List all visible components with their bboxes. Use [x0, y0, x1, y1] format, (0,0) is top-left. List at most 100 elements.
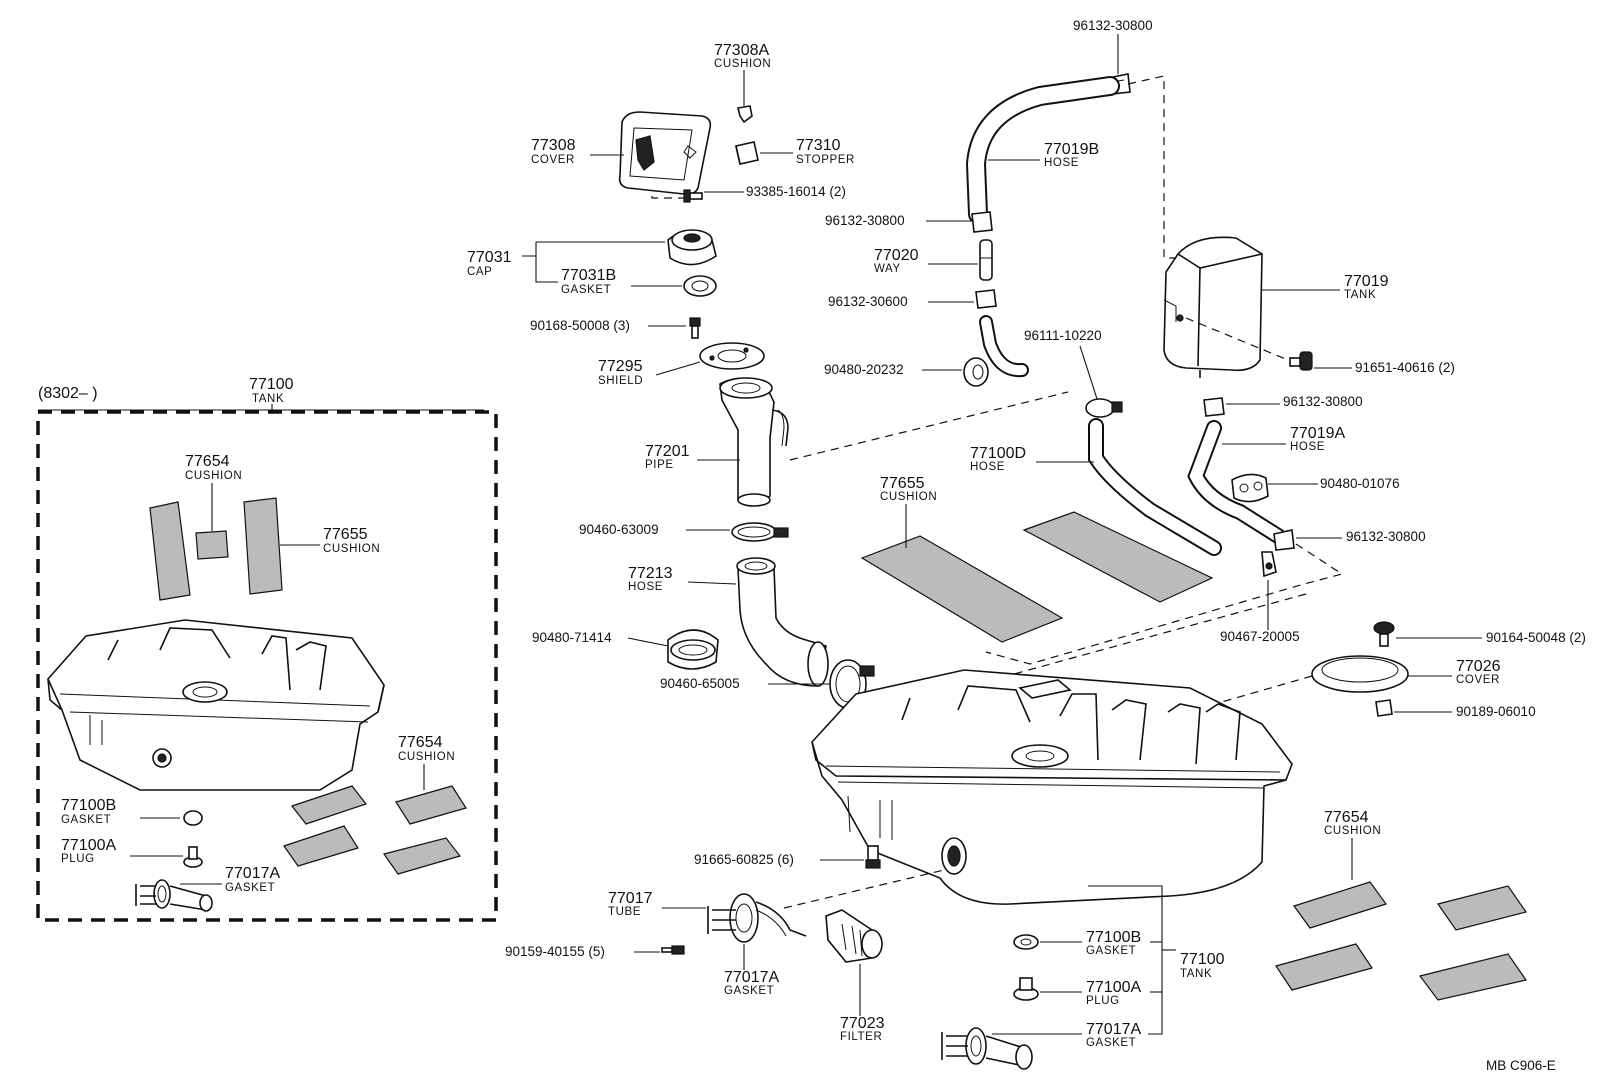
c77023-name: FILTER	[840, 1031, 882, 1043]
c77017-name: TUBE	[608, 906, 641, 918]
clip-96132-r2	[1273, 529, 1295, 551]
inset-77100a-name: PLUG	[61, 853, 95, 865]
c77019b-number: 77019B	[1044, 141, 1099, 158]
inset-fuel-tank	[47, 619, 385, 791]
c77654-main-number: 77654	[1324, 809, 1369, 826]
cushion-77655-b	[1022, 511, 1214, 603]
c77100b-main-number: 77100B	[1086, 929, 1141, 946]
c77019-number: 77019	[1344, 273, 1389, 290]
c77100a-main-number: 77100A	[1086, 979, 1141, 996]
filter-77023	[825, 909, 883, 963]
c77026-number: 77026	[1456, 658, 1501, 675]
c77100a-main-name: PLUG	[1086, 995, 1120, 1007]
cushion-77654-c2	[1437, 885, 1527, 931]
c77017-number: 77017	[608, 890, 653, 907]
c90460a-number: 90460-63009	[579, 522, 659, 537]
c77201-number: 77201	[645, 443, 690, 460]
vent-hose-small	[979, 315, 1029, 378]
inset-77654b-number: 77654	[398, 734, 443, 751]
c77031-name: CAP	[467, 266, 492, 278]
inset-77100-name: TANK	[252, 393, 284, 405]
cushion-77654-c1	[1293, 881, 1387, 929]
screw-90168	[689, 317, 701, 339]
c77295-name: SHIELD	[598, 375, 643, 387]
bolt-90164	[1373, 621, 1395, 647]
inset-77100-number: 77100	[249, 376, 294, 393]
c77017a-main2-number: 77017A	[1086, 1021, 1141, 1038]
c91651-number: 91651-40616 (2)	[1355, 360, 1455, 375]
inset-gauge-unit	[135, 879, 213, 912]
c96132-mid-number: 96132-30800	[825, 213, 905, 228]
diagram-code: MB C906-E	[1486, 1058, 1556, 1073]
c77213-number: 77213	[628, 565, 673, 582]
c77310-number: 77310	[796, 137, 841, 154]
inset-cushion-b3	[283, 825, 359, 867]
c77019a-number: 77019A	[1290, 425, 1345, 442]
clamp-90460-63009	[731, 522, 789, 542]
inset-cushion-small	[195, 530, 229, 560]
breather-dash	[789, 391, 1069, 461]
inset-cushion-b2	[395, 785, 467, 825]
c90467-number: 90467-20005	[1220, 629, 1300, 644]
c77023-number: 77023	[840, 1015, 885, 1032]
inset-cushion-b4	[383, 837, 462, 875]
cover-77026	[1311, 655, 1409, 693]
tube-77017	[707, 893, 807, 943]
c77213-lead	[687, 581, 737, 585]
clip-96132-mid	[971, 211, 993, 233]
c77295-lead	[655, 361, 701, 376]
cushion-77654-c3	[1275, 943, 1373, 991]
c77026-name: COVER	[1456, 674, 1500, 686]
c93385-number: 93385-16014 (2)	[746, 184, 846, 199]
inset-gasket-77100b	[183, 810, 203, 826]
inset-77100b-name: GASKET	[61, 814, 111, 826]
c77100-main-number: 77100	[1180, 951, 1225, 968]
c77655-main-number: 77655	[880, 475, 925, 492]
c96132-r2-number: 96132-30800	[1346, 529, 1426, 544]
screw-93385	[683, 189, 703, 203]
reserve-tank-77019	[1163, 236, 1263, 378]
bolt-91665	[865, 845, 881, 869]
c90480-20232-number: 90480-20232	[824, 362, 904, 377]
c96111-lead	[1079, 345, 1099, 403]
plug-77100a	[1013, 977, 1039, 1001]
c77310-name: STOPPER	[796, 154, 855, 166]
inset-77017a-name: GASKET	[225, 882, 275, 894]
c90164-number: 90164-50048 (2)	[1486, 630, 1586, 645]
c90189-number: 90189-06010	[1456, 704, 1536, 719]
inset-77100b-number: 77100B	[61, 797, 116, 814]
grommet-90480-20232	[963, 357, 989, 387]
grommet-90480-71414	[667, 629, 719, 670]
c77031b-number: 77031B	[561, 267, 616, 284]
main-fuel-tank	[811, 669, 1293, 905]
c77295-number: 77295	[598, 358, 643, 375]
inset-cushion-right	[243, 497, 283, 595]
inset-77654a-name: CUSHION	[185, 470, 242, 482]
inset-77655-number: 77655	[323, 526, 368, 543]
gasket-77100b	[1013, 934, 1039, 950]
nut-90189	[1375, 699, 1393, 717]
c90480-71414-number: 90480-71414	[532, 630, 612, 645]
cushion-77655-a	[860, 535, 1064, 643]
c77100d-name: HOSE	[970, 461, 1005, 473]
clamp-90467	[1261, 551, 1277, 578]
inset-77654b-name: CUSHION	[398, 751, 455, 763]
c77100b-main-name: GASKET	[1086, 945, 1136, 957]
c96132-r1-number: 96132-30800	[1283, 394, 1363, 409]
c77100-bracket	[1088, 885, 1163, 1035]
c77654-main-name: CUSHION	[1324, 825, 1381, 837]
bolt-91651	[1289, 351, 1313, 371]
c77020-name: WAY	[874, 263, 901, 275]
clamp-96111	[1085, 398, 1123, 418]
sender-dash	[783, 869, 945, 909]
clip-96132-30600	[975, 289, 997, 309]
hose-77019a	[1187, 420, 1286, 544]
vent-dash-lower2	[1013, 593, 1307, 675]
tank-bolt-dash	[1185, 317, 1289, 361]
c77308a-number: 77308A	[714, 42, 769, 59]
c77655-main-name: CUSHION	[880, 491, 937, 503]
grommet-90480-01076	[1231, 473, 1269, 503]
c91665-number: 91665-60825 (6)	[694, 852, 794, 867]
cushion-77654-c4	[1418, 953, 1527, 1001]
